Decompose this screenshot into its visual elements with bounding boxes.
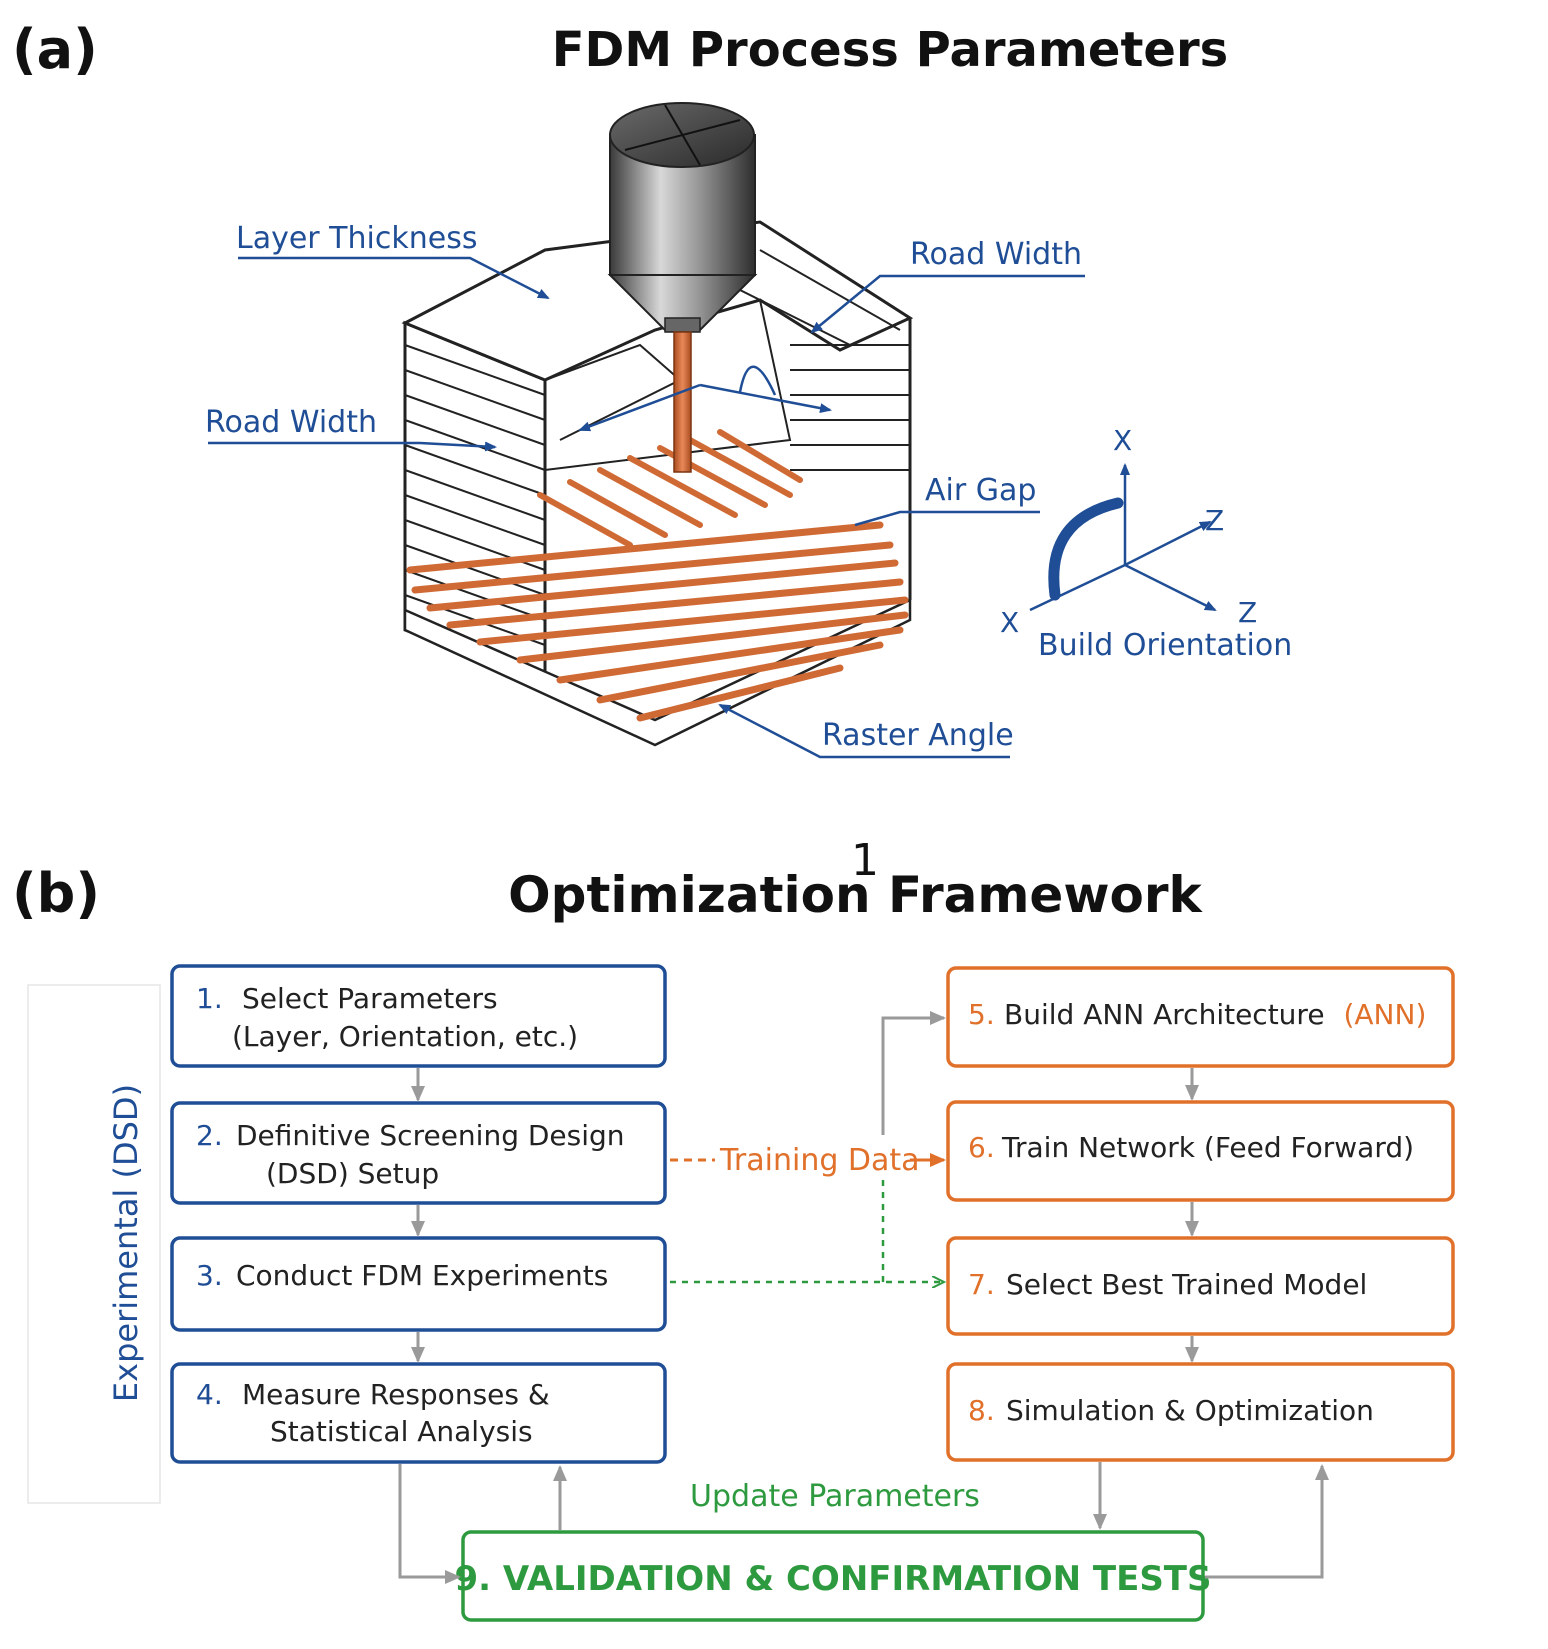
label-raster-angle: Raster Angle (822, 718, 1014, 753)
step-box-4: 4. Measure Responses & Statistical Analy… (170, 1362, 667, 1464)
step-box-1: 1. Select Parameters (Layer, Orientation… (170, 964, 667, 1068)
experimental-side-frame (27, 984, 161, 1504)
step-5-number: 5. (968, 998, 995, 1031)
step-box-3: 3. Conduct FDM Experiments (170, 1236, 667, 1332)
label-build-orientation: Build Orientation (1038, 628, 1292, 663)
nozzle-illustration (607, 102, 758, 473)
step-2-line1: Definitive Screening Design (236, 1119, 625, 1152)
step-4-line2: Statistical Analysis (270, 1415, 533, 1448)
step-4-line1: Measure Responses & (242, 1378, 550, 1411)
panel-a-letter: (a) (12, 18, 98, 81)
axis-z-upper: Z (1205, 504, 1224, 537)
label-road-width-left: Road Width (205, 405, 377, 440)
label-layer-thickness: Layer Thickness (236, 221, 477, 256)
step-box-2: 2. Definitive Screening Design (DSD) Set… (170, 1101, 667, 1205)
axis-z-lower: Z (1238, 596, 1257, 629)
raster-roads-diagonal (537, 429, 803, 548)
validation-loop-arrows (398, 1462, 1329, 1584)
axis-x-top: X (1113, 424, 1132, 457)
step-8-text: Simulation & Optimization (1006, 1394, 1374, 1427)
step-5-tag: (ANN) (1343, 998, 1426, 1031)
step-8-number: 8. (968, 1394, 995, 1427)
build-orientation-axes (1029, 463, 1217, 612)
label-air-gap: Air Gap (925, 473, 1036, 508)
step-7-number: 7. (968, 1268, 995, 1301)
label-road-width-top: Road Width (910, 237, 1082, 272)
step-5-text: Build ANN Architecture (ANN) (1004, 998, 1426, 1031)
step-6-number: 6. (968, 1131, 995, 1164)
training-data-label: Training Data (719, 1143, 920, 1178)
step-1-line1: Select Parameters (242, 982, 498, 1015)
step-1-number: 1. (196, 982, 223, 1015)
panel-a: (a) FDM Process Parameters (12, 18, 1292, 759)
axis-x-left: X (1000, 606, 1019, 639)
step-2-line2: (DSD) Setup (266, 1157, 439, 1190)
page-number: 1 (851, 835, 879, 886)
step-5-label: Build ANN Architecture (1004, 998, 1325, 1031)
step-3-line1: Conduct FDM Experiments (236, 1259, 608, 1292)
panel-b-letter: (b) (12, 862, 100, 925)
step-3-number: 3. (196, 1259, 223, 1292)
step-1-line2: (Layer, Orientation, etc.) (232, 1020, 578, 1053)
update-parameters-label: Update Parameters (690, 1479, 980, 1514)
part-base (403, 598, 912, 747)
layer-lines-left (404, 344, 546, 646)
step-box-6: 6. Train Network (Feed Forward) (946, 1100, 1455, 1202)
raster-roads (406, 521, 909, 722)
step-4-number: 4. (196, 1378, 223, 1411)
step-box-5: 5. Build ANN Architecture (ANN) (946, 966, 1455, 1068)
validation-text: 9. VALIDATION & CONFIRMATION TESTS (455, 1559, 1212, 1599)
panel-b: (b) Optimization Framework Experimental … (12, 862, 1455, 1622)
step-2-number: 2. (196, 1119, 223, 1152)
arrow-to-step-5 (881, 1011, 946, 1135)
step-7-text: Select Best Trained Model (1006, 1268, 1367, 1301)
panel-b-title: Optimization Framework (508, 866, 1203, 924)
panel-a-title: FDM Process Parameters (552, 22, 1228, 78)
label-leaders (208, 256, 1085, 759)
experimental-side-label: Experimental (DSD) (107, 1084, 145, 1402)
validation-box: 9. VALIDATION & CONFIRMATION TESTS (455, 1530, 1212, 1622)
step-box-8: 8. Simulation & Optimization (946, 1362, 1455, 1462)
step-6-text: Train Network (Feed Forward) (1001, 1131, 1414, 1164)
step-box-7: 7. Select Best Trained Model (946, 1236, 1455, 1336)
